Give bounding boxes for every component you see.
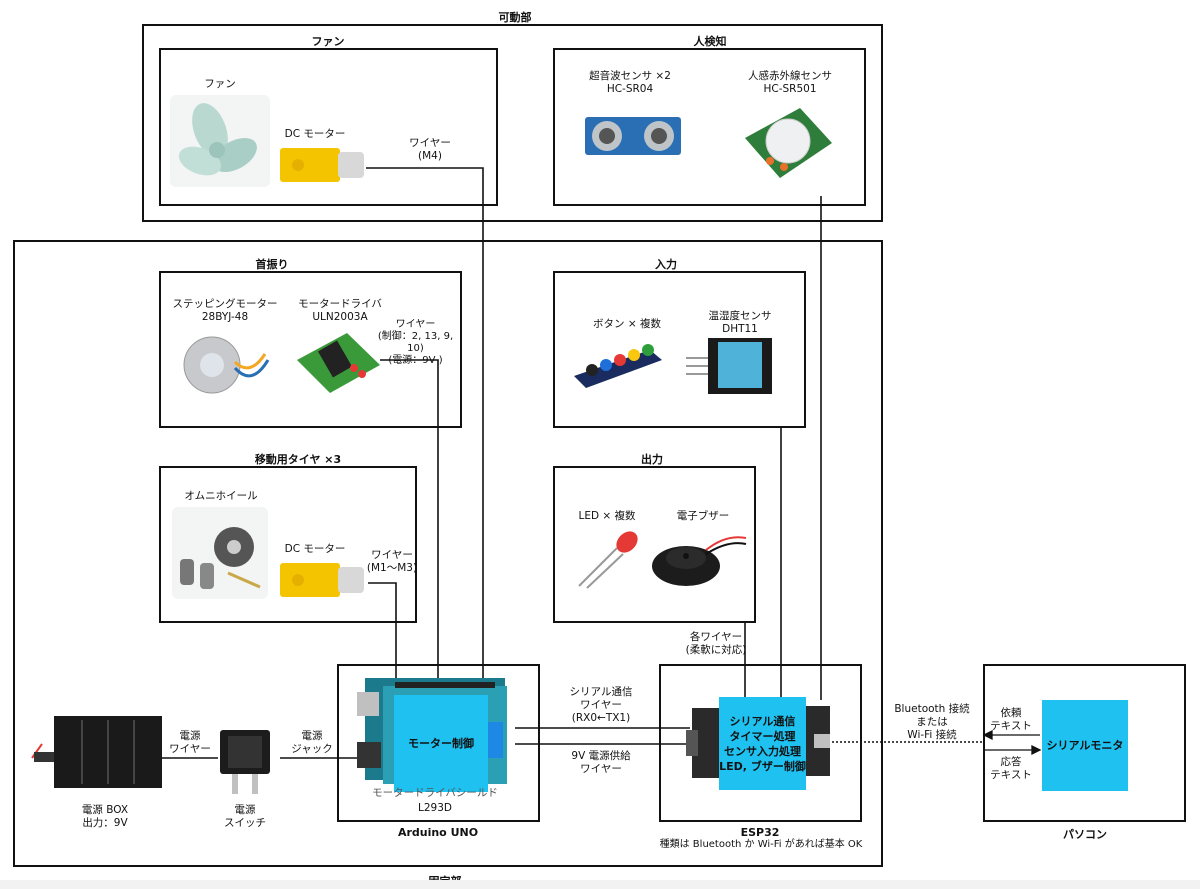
output-title: 出力 <box>641 453 663 466</box>
request-text-label: 依頼 テキスト <box>990 707 1032 732</box>
fan-dc-motor-label: DC モーター <box>284 128 346 140</box>
power-switch-image <box>220 730 270 794</box>
arrow-right-head <box>1031 744 1042 756</box>
buttons-image <box>574 344 662 388</box>
pir-label: 人感赤外線センサ HC-SR501 <box>748 70 832 95</box>
buzzer-label: 電子ブザー <box>676 510 730 522</box>
input-title: 入力 <box>655 258 677 271</box>
led-label: LED × 複数 <box>578 510 636 522</box>
tires-title: 移動用タイヤ ×3 <box>254 453 342 466</box>
pc-title: パソコン <box>1063 828 1107 841</box>
esp32-tasks-block: シリアル通信 タイマー処理 センサ入力処理 LED, ブザー制御 <box>719 697 806 790</box>
omni-wheel-image <box>172 507 268 599</box>
human-detect-box <box>553 48 866 206</box>
esp32-box <box>659 664 862 822</box>
motor-driver-label: モータードライバ ULN2003A <box>298 298 382 323</box>
led-image <box>578 531 638 589</box>
stepper-label: ステッピングモーター 28BYJ-48 <box>172 298 278 323</box>
buttons-label: ボタン × 複数 <box>593 318 661 330</box>
output-box <box>553 466 756 623</box>
input-box <box>553 271 806 428</box>
fan-label: ファン <box>204 78 236 90</box>
omni-label: オムニホイール <box>184 490 258 502</box>
tire-dc-motor-label: DC モーター <box>284 543 346 555</box>
human-detect-title: 人検知 <box>693 35 727 48</box>
l293d-label: L293D <box>418 802 452 814</box>
power-9v-wire-label: 9V 電源供給 ワイヤー <box>571 750 631 775</box>
battery-box-image <box>31 716 162 788</box>
ultrasonic-sensor-image <box>585 117 681 155</box>
bluetooth-connection-label: Bluetooth 接続 または Wi-Fi 接続 <box>894 703 970 741</box>
each-wire-label: 各ワイヤー (柔軟に対応) <box>685 631 747 656</box>
tires-box <box>159 466 417 623</box>
arduino-title: Arduino UNO <box>397 826 479 839</box>
power-switch-label: 電源 スイッチ <box>224 804 266 829</box>
power-wire-label: 電源 ワイヤー <box>169 730 211 755</box>
ultrasonic-label: 超音波センサ ×2 HC-SR04 <box>589 70 671 95</box>
tire-dc-motor-image <box>280 563 364 597</box>
stepper-wire-label: ワイヤー (制御：2, 13, 9, 10) (電源：9V ) <box>377 319 454 366</box>
dht11-image <box>686 338 772 394</box>
arrow-left-head <box>982 729 993 741</box>
esp32-note: 種類は Bluetooth か Wi-Fi があれば基本 OK <box>659 839 863 850</box>
neck-title: 首振り <box>255 258 289 271</box>
tire-wire-label: ワイヤー (M1〜M3) <box>366 549 418 574</box>
buzzer-image <box>652 536 747 586</box>
power-box-label: 電源 BOX 出力：9V <box>81 804 129 829</box>
fan-image <box>170 95 270 187</box>
motor-control-block: モーター制御 <box>394 695 488 792</box>
fan-wire-label: ワイヤー (M4) <box>409 137 451 162</box>
movable-part-box <box>142 24 883 222</box>
wire-stepper <box>380 359 439 680</box>
fan-box <box>159 48 498 206</box>
motor-shield-label: モータードライバシールド <box>372 787 498 799</box>
neck-box <box>159 271 462 428</box>
bottom-strip <box>0 880 1200 889</box>
motor-driver-image <box>297 333 380 393</box>
response-text-label: 応答 テキスト <box>990 756 1032 781</box>
wire-m4 <box>366 167 484 680</box>
serial-monitor-block: シリアルモニタ <box>1042 700 1128 791</box>
power-jack-label: 電源 ジャック <box>291 730 333 755</box>
pir-sensor-image <box>745 108 832 178</box>
fixed-part-box <box>13 240 883 867</box>
dht-label: 温湿度センサ DHT11 <box>708 310 772 335</box>
fan-dc-motor-image <box>280 148 364 182</box>
pc-box <box>983 664 1186 822</box>
fan-title: ファン <box>311 35 345 48</box>
serial-wire-label: シリアル通信 ワイヤー (RX0←TX1) <box>569 686 633 724</box>
movable-part-title: 可動部 <box>498 11 532 24</box>
wire-tires <box>368 582 397 680</box>
esp32-title: ESP32 <box>740 826 780 839</box>
stepper-motor-image <box>183 336 270 394</box>
